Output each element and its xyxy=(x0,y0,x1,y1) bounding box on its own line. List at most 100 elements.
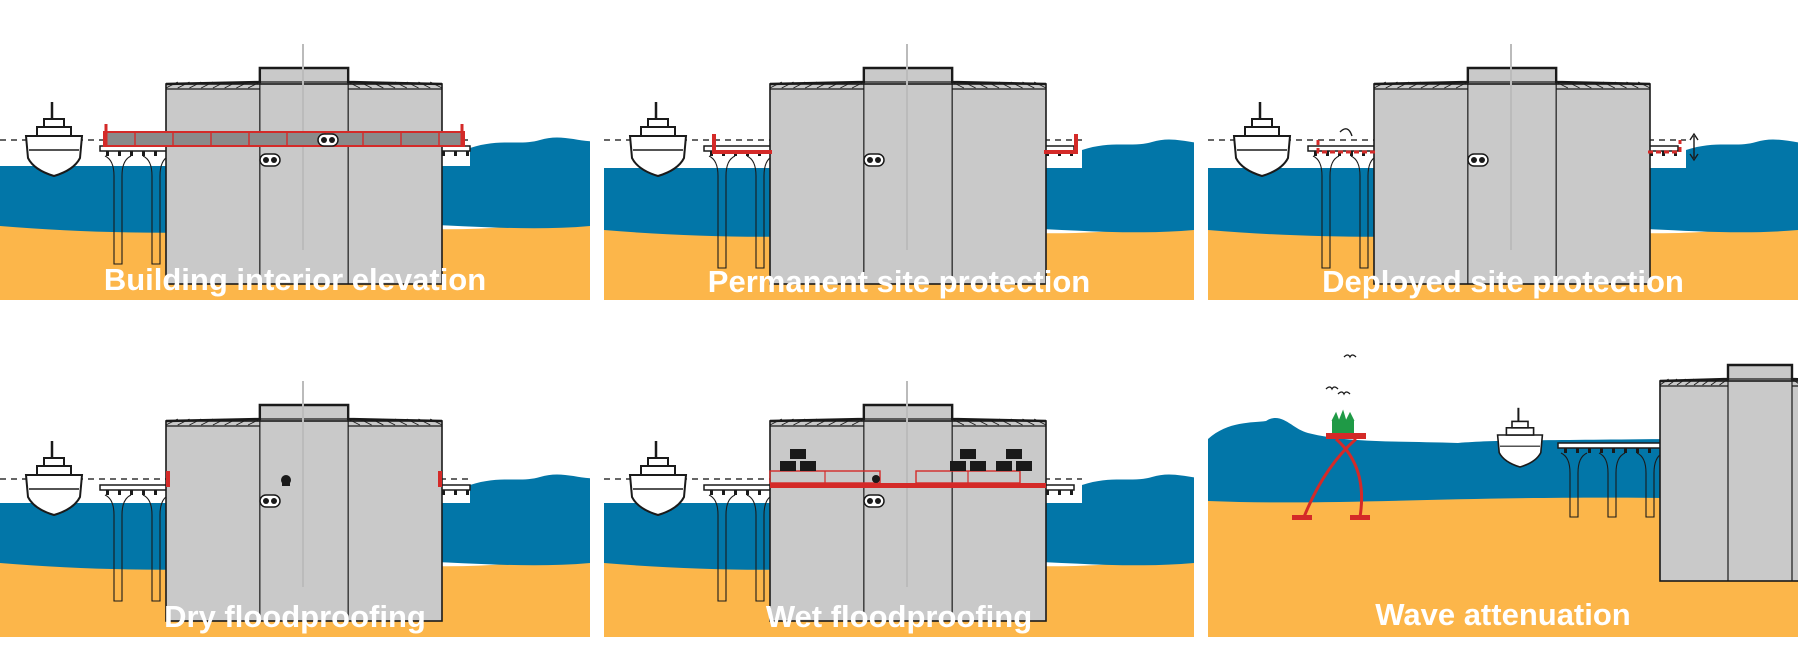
pump-icon xyxy=(259,494,281,508)
roof-truss xyxy=(1659,378,1798,387)
ship-hull xyxy=(628,474,688,517)
anchor-block xyxy=(1292,515,1312,520)
panel-wet-floodproofing: Wet floodproofing xyxy=(604,337,1194,637)
cargo-icon xyxy=(800,461,816,471)
panel-label: Permanent site protection xyxy=(707,264,1091,299)
pier-pile xyxy=(1560,452,1588,518)
pier-pile xyxy=(708,155,736,269)
pier-scene-dry-floodproofing xyxy=(0,381,590,637)
seabird-icon xyxy=(1343,354,1357,359)
ship-hull xyxy=(628,135,688,178)
pier-scene-wave-attenuation xyxy=(1208,354,1798,637)
water xyxy=(1208,418,1798,503)
pump-icon xyxy=(259,153,281,167)
deck-joist xyxy=(1636,448,1639,453)
cargo-icon xyxy=(960,449,976,459)
ship-deck xyxy=(1505,426,1535,436)
sand-seabed xyxy=(1208,493,1798,637)
ship-icon xyxy=(24,441,84,517)
pier-pile xyxy=(104,494,132,602)
panel-label: Deployed site protection xyxy=(1322,264,1684,299)
deployable-barrier xyxy=(1648,140,1682,154)
ship-cabin xyxy=(647,457,669,467)
seabird-icon xyxy=(1325,386,1339,391)
flood-wall xyxy=(712,134,772,154)
deployable-barrier xyxy=(1316,140,1376,154)
flood-wall xyxy=(1044,134,1078,154)
deck-joist xyxy=(130,490,133,495)
anchor-block xyxy=(1350,515,1370,520)
deck-joist xyxy=(1058,490,1061,495)
deck-joist xyxy=(1564,448,1567,453)
panel-label: Wave attenuation xyxy=(1375,597,1631,632)
roof-truss xyxy=(1373,81,1651,90)
deck-joist xyxy=(154,151,157,156)
deck-joist xyxy=(142,490,145,495)
pier-pile xyxy=(1350,155,1378,269)
pier-scene-deployed-site-protection xyxy=(1208,44,1798,300)
pier-pile xyxy=(1312,155,1340,269)
pier-pile xyxy=(708,494,736,602)
ship-deck xyxy=(36,465,72,476)
ship-icon xyxy=(24,102,84,178)
pier-pile xyxy=(1598,452,1626,518)
deck-joist xyxy=(454,490,457,495)
deck-joist xyxy=(1046,490,1049,495)
ship-deck xyxy=(640,465,676,476)
ship-icon xyxy=(1496,407,1544,468)
raised-floor xyxy=(103,131,465,147)
roof-truss xyxy=(769,418,1047,427)
cargo-icon xyxy=(1006,449,1022,459)
elevated-storage-rack xyxy=(769,470,881,484)
deck-joist xyxy=(1326,151,1329,156)
panel-label: Dry floodproofing xyxy=(164,599,426,634)
pier-pile xyxy=(142,155,170,265)
deck-joist xyxy=(1314,151,1317,156)
cargo-icon xyxy=(1016,461,1032,471)
ship-icon xyxy=(628,441,688,517)
ship-cabin xyxy=(1511,420,1529,429)
deck-joist xyxy=(734,490,737,495)
pier-pile xyxy=(142,494,170,602)
deck-joist xyxy=(1576,448,1579,453)
mooring-line xyxy=(1302,437,1357,518)
deck-joist xyxy=(1624,448,1627,453)
ship-deck xyxy=(640,126,676,137)
sump-pump-icon xyxy=(872,475,880,483)
ship-icon xyxy=(1232,102,1292,178)
deck-joist xyxy=(722,490,725,495)
warehouse-wall xyxy=(1659,380,1798,582)
ship-hull xyxy=(24,474,84,517)
deck-joist xyxy=(1662,151,1665,156)
vegetation-icon xyxy=(1331,409,1355,433)
deck-joist xyxy=(710,151,713,156)
panel-deployed-site-protection: Deployed site protection xyxy=(1208,0,1798,300)
panel-wave-attenuation: Wave attenuation xyxy=(1208,337,1798,637)
panel-label: Wet floodproofing xyxy=(765,599,1033,634)
pier-pile xyxy=(1636,452,1664,518)
ship-icon xyxy=(628,102,688,178)
deck-joist xyxy=(758,490,761,495)
elevated-storage-rack xyxy=(915,470,1021,484)
warehouse-roofline xyxy=(1659,363,1798,383)
cargo-icon xyxy=(790,449,806,459)
deck-joist xyxy=(442,490,445,495)
panel-permanent-site-protection: Permanent site protection xyxy=(604,0,1194,300)
roof-truss xyxy=(165,81,443,90)
deck-joist xyxy=(746,490,749,495)
cargo-icon xyxy=(970,461,986,471)
cargo-icon xyxy=(950,461,966,471)
deck-joist xyxy=(130,151,133,156)
pier-pile xyxy=(104,155,132,265)
cargo-icon xyxy=(996,461,1012,471)
warehouse-icon xyxy=(1659,363,1798,582)
mooring-line xyxy=(1335,437,1364,518)
panel-building-interior-elevation: Building interior elevation xyxy=(0,0,590,300)
wave-attenuator xyxy=(1292,433,1370,520)
ship-hull xyxy=(1496,434,1544,468)
cargo-icon xyxy=(780,461,796,471)
deck-joist xyxy=(466,490,469,495)
deck-joist xyxy=(1070,490,1073,495)
deck-joist xyxy=(1600,448,1603,453)
deck-joist xyxy=(454,151,457,156)
